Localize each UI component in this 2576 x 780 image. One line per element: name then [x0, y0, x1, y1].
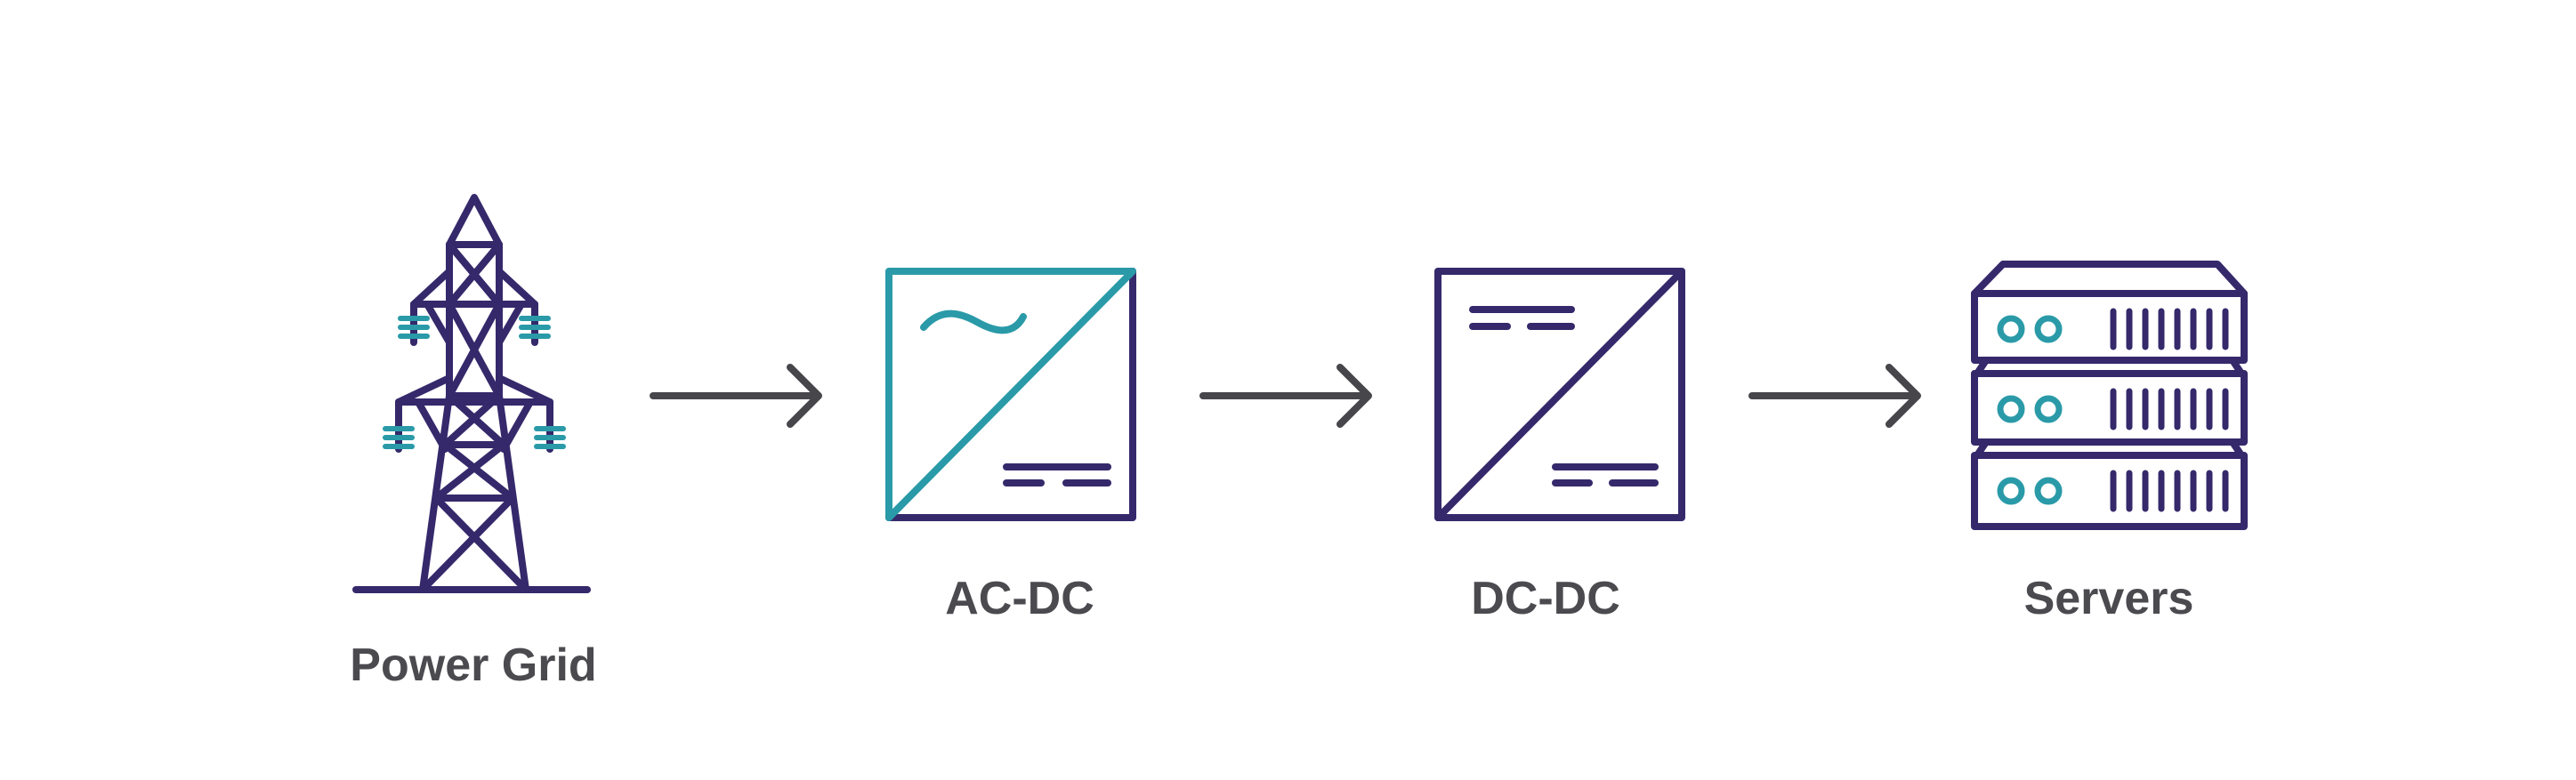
insulator-icon [383, 316, 566, 449]
ac-dc-label: AC-DC [945, 573, 1094, 624]
transmission-tower-icon [352, 194, 591, 593]
servers-label: Servers [2023, 573, 2194, 624]
ac-dc-converter-icon [885, 268, 1136, 521]
right-arrow-icon [650, 364, 822, 428]
right-arrow-icon [1748, 364, 1921, 428]
right-arrow-icon [1199, 364, 1372, 428]
server-rack-icon [1971, 261, 2248, 530]
dc-dc-label: DC-DC [1471, 573, 1620, 624]
power-grid-label: Power Grid [350, 639, 597, 691]
dc-dc-converter-icon [1434, 268, 1685, 521]
